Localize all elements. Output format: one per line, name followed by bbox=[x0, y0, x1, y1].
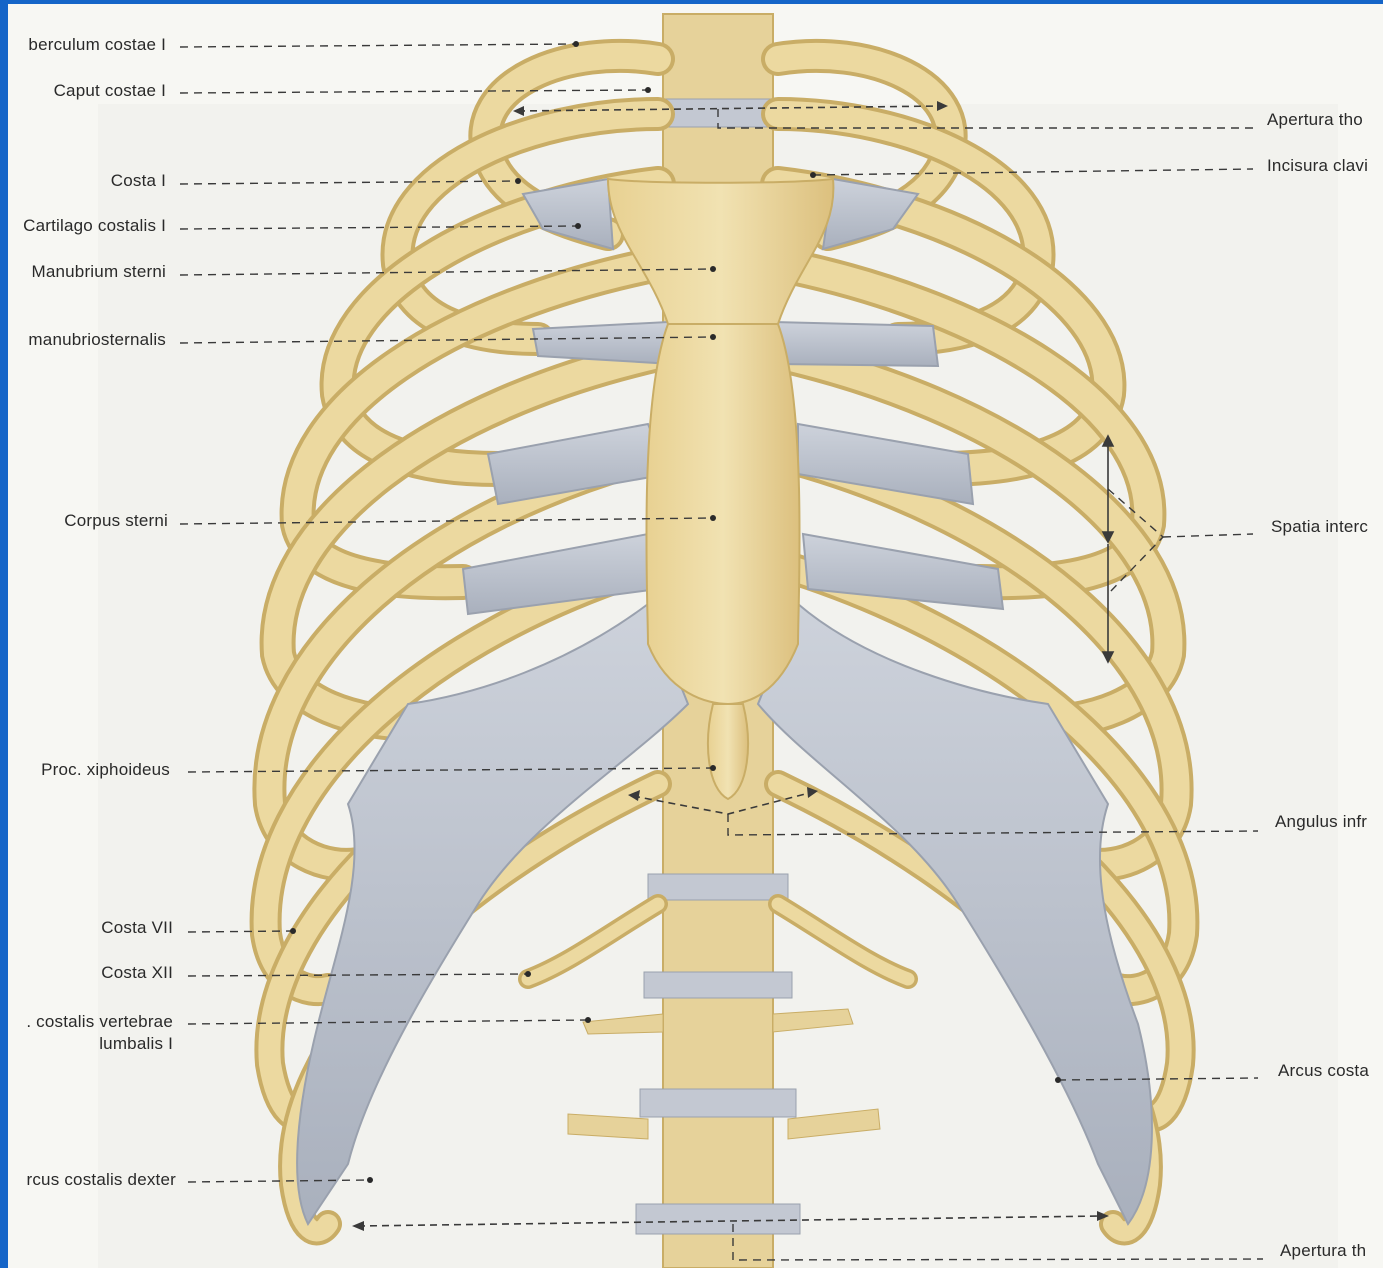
label-arcus-costalis-sinister: Arcus costa bbox=[1278, 1061, 1369, 1081]
label-cartilago-costalis-1: Cartilago costalis I bbox=[8, 216, 166, 236]
label-costa-12: Costa XII bbox=[8, 963, 173, 983]
label-lumbalis-1: lumbalis I bbox=[8, 1034, 173, 1054]
label-synchondrosis-manubriosternalis: manubriosternalis bbox=[8, 330, 166, 350]
label-proc-costalis-vertebrae: . costalis vertebrae bbox=[8, 1012, 173, 1032]
label-caput-costae-1: Caput costae I bbox=[8, 81, 166, 101]
thorax-illustration bbox=[8, 4, 1383, 1268]
label-spatia-intercostalia: Spatia interc bbox=[1271, 517, 1368, 537]
label-arcus-costalis-dexter: rcus costalis dexter bbox=[8, 1170, 176, 1190]
label-apertura-thoracis-inferior: Apertura th bbox=[1280, 1241, 1366, 1261]
label-incisura-clavicularis: Incisura clavi bbox=[1267, 156, 1368, 176]
label-corpus-sterni: Corpus sterni bbox=[8, 511, 168, 531]
label-angulus-infrasternalis: Angulus infr bbox=[1275, 812, 1367, 832]
label-costa-7: Costa VII bbox=[8, 918, 173, 938]
label-apertura-thoracis-superior: Apertura tho bbox=[1267, 110, 1363, 130]
atlas-page: berculum costae I Caput costae I Costa I… bbox=[8, 4, 1383, 1268]
label-tuberculum-costae-1: berculum costae I bbox=[8, 35, 166, 55]
label-proc-xiphoideus: Proc. xiphoideus bbox=[8, 760, 170, 780]
label-manubrium-sterni: Manubrium sterni bbox=[8, 262, 166, 282]
label-costa-1: Costa I bbox=[8, 171, 166, 191]
